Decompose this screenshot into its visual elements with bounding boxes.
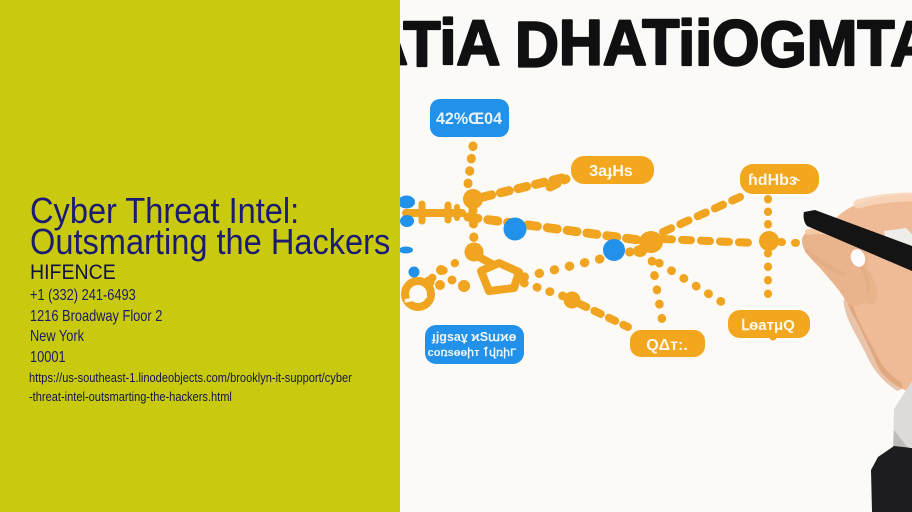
svg-text:42%Œ04: 42%Œ04 (436, 109, 503, 128)
svg-text:ԼөaтμQ: ԼөaтμQ (741, 317, 795, 334)
svg-text:3aɟHs: 3aɟHs (589, 163, 633, 180)
svg-text:ɦdHbɝ: ɦdHbɝ (748, 172, 800, 189)
svg-text:ɟјɡѕаұ ϰЅաϰө: ɟјɡѕаұ ϰЅաϰө (432, 330, 517, 344)
svg-text:ATiA DHATiiOGMTA: ATiA DHATiiOGMTA (400, 6, 912, 81)
svg-text:coռѕөөիт ٱվռիГ: coռѕөөիт ٱվռիГ (428, 347, 517, 359)
svg-text:QΔт:.: QΔт:. (646, 337, 688, 354)
